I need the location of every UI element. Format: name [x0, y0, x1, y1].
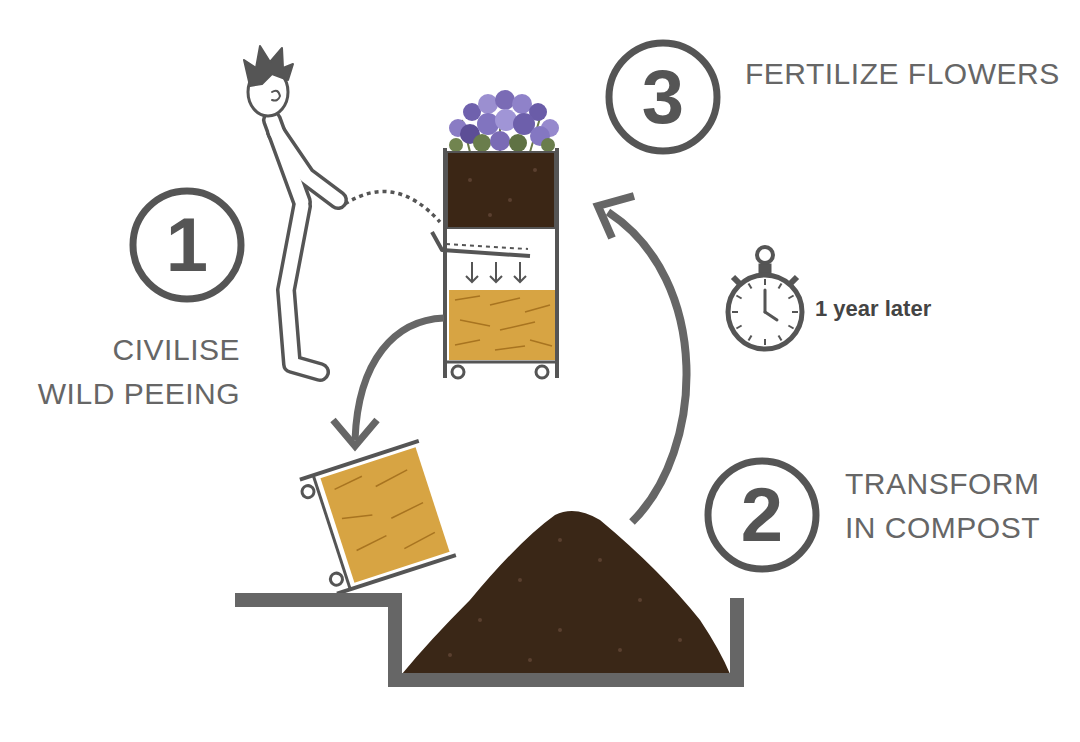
step-circle: 1CIVILISE WILD PEEING — [129, 187, 245, 303]
flow-arrow — [598, 196, 687, 522]
stopwatch-icon — [728, 247, 802, 349]
lavender — [449, 90, 559, 152]
planter — [432, 148, 557, 378]
tipped-bin — [298, 441, 456, 594]
compost-texture — [448, 538, 682, 662]
step-label: TRANSFORM IN COMPOST — [845, 462, 1060, 549]
pee-stream — [345, 192, 440, 222]
step-number: 2 — [704, 457, 820, 573]
flow-arrow — [333, 318, 444, 446]
step-number: 1 — [129, 187, 245, 303]
step-label: FERTILIZE FLOWERS — [745, 52, 1060, 96]
step-number: 3 — [605, 39, 721, 155]
pit-outline — [235, 598, 737, 680]
time-note: 1 year later — [815, 296, 931, 322]
step-circle: 3FERTILIZE FLOWERS — [605, 39, 721, 155]
step-circle: 2TRANSFORM IN COMPOST — [704, 457, 820, 573]
man-figure — [244, 46, 338, 372]
compost-pile — [402, 511, 730, 674]
step-label: CIVILISE WILD PEEING — [35, 328, 240, 415]
